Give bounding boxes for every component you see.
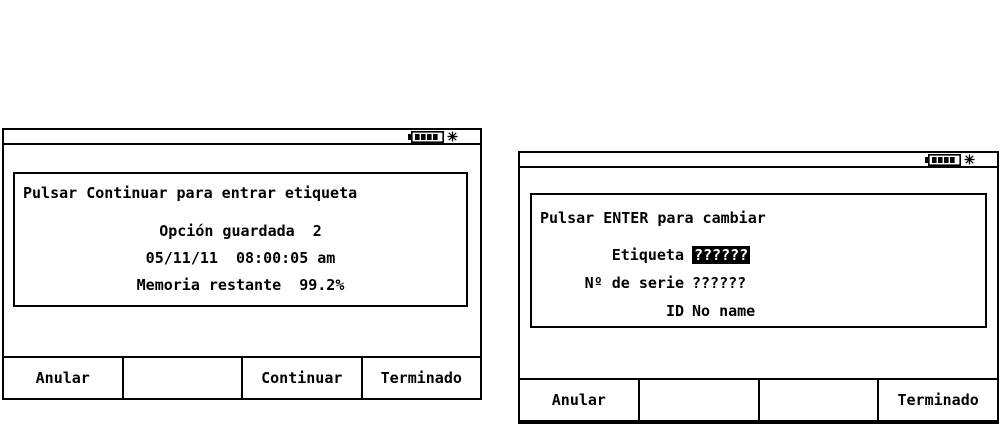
message-lines: Opción guardada 2 05/11/11 08:00:05 am M…: [15, 218, 466, 299]
id-label: ID: [665, 302, 684, 320]
saved-option-line: Opción guardada 2: [159, 222, 322, 240]
status-bar: [4, 130, 480, 145]
screen-save-option: Pulsar Continuar para entrar etiqueta Op…: [2, 128, 482, 400]
softkey-blank-2: [640, 380, 760, 420]
softkey-anular[interactable]: Anular: [520, 380, 640, 420]
id-value: No name: [692, 302, 756, 320]
datetime-line: 05/11/11 08:00:05 am: [145, 249, 336, 267]
message-heading: Pulsar Continuar para entrar etiqueta: [23, 184, 358, 202]
serial-value: ??????: [692, 274, 747, 292]
field-row-etiqueta: Etiqueta ??????: [532, 241, 985, 269]
battery-icon: [925, 153, 961, 166]
softkey-terminado[interactable]: Terminado: [363, 358, 481, 398]
softkey-anular-label: Anular: [551, 391, 606, 409]
backlight-icon: [964, 154, 975, 165]
field-row-id: ID No name: [532, 297, 985, 325]
serial-label: Nº de serie: [584, 274, 684, 292]
memory-remaining-line: Memoria restante 99.2%: [136, 276, 345, 294]
softkey-terminado-label: Terminado: [897, 391, 979, 409]
field-rows: Etiqueta ?????? Nº de serie ?????? ID No…: [532, 241, 985, 325]
softkey-continuar-label: Continuar: [261, 369, 343, 387]
softkey-continuar[interactable]: Continuar: [243, 358, 363, 398]
etiqueta-label: Etiqueta: [611, 246, 684, 264]
message-box: Pulsar ENTER para cambiar Etiqueta ?????…: [530, 193, 987, 328]
backlight-icon: [447, 131, 458, 142]
status-bar: [520, 153, 997, 168]
message-box: Pulsar Continuar para entrar etiqueta Op…: [13, 172, 468, 307]
softkey-terminado[interactable]: Terminado: [879, 380, 997, 420]
softkey-bar: Anular Continuar Terminado: [4, 356, 480, 398]
etiqueta-value-highlighted[interactable]: ??????: [692, 246, 751, 264]
softkey-terminado-label: Terminado: [380, 369, 462, 387]
message-heading: Pulsar ENTER para cambiar: [540, 209, 766, 227]
field-row-serial: Nº de serie ??????: [532, 269, 985, 297]
screen-edit-label: Pulsar ENTER para cambiar Etiqueta ?????…: [518, 151, 999, 424]
battery-icon: [408, 130, 444, 143]
softkey-bar: Anular Terminado: [520, 378, 997, 420]
softkey-blank-2: [124, 358, 243, 398]
softkey-anular[interactable]: Anular: [4, 358, 124, 398]
softkey-blank-3: [760, 380, 880, 420]
softkey-anular-label: Anular: [35, 369, 90, 387]
